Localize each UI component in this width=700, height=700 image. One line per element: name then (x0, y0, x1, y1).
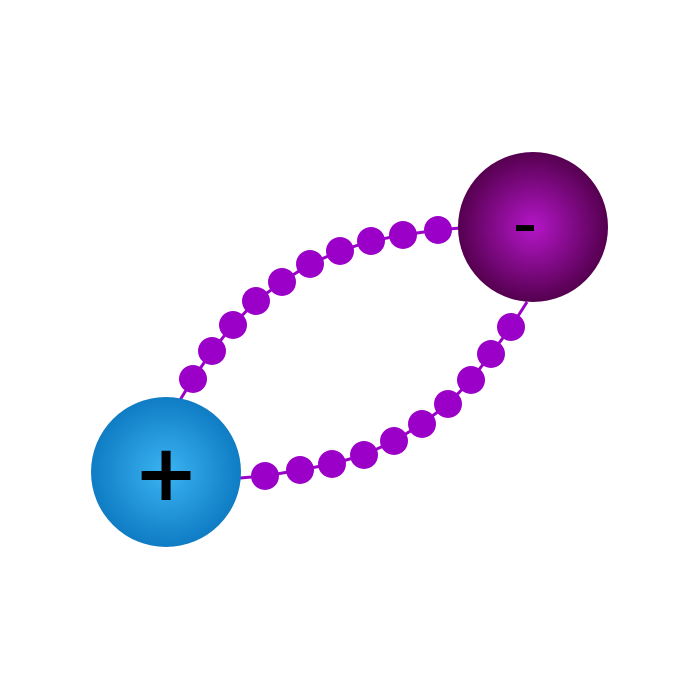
chain-bead (380, 427, 408, 455)
negative-sign: – (514, 198, 537, 252)
positive-charge-sphere (91, 397, 241, 547)
upper-bead-chain (178, 216, 461, 401)
chain-bead (326, 237, 354, 265)
chain-bead (424, 216, 452, 244)
chain-bead (318, 450, 346, 478)
chain-bead (457, 366, 485, 394)
chain-bead (198, 337, 226, 365)
negative-charge-sphere (458, 152, 608, 302)
chain-bead (219, 311, 247, 339)
positive-charge: + (91, 397, 241, 547)
chain-bead (408, 410, 436, 438)
chain-bead (179, 365, 207, 393)
chain-bead (477, 340, 505, 368)
chain-link (178, 226, 461, 401)
chain-bead (497, 313, 525, 341)
chain-bead (296, 250, 324, 278)
negative-charge: – (458, 152, 608, 302)
chain-bead (251, 462, 279, 490)
chain-bead (350, 441, 378, 469)
chain-link (239, 301, 529, 480)
chain-bead (357, 227, 385, 255)
chain-bead (389, 221, 417, 249)
chain-bead (286, 456, 314, 484)
positive-sign: + (133, 429, 198, 519)
lower-bead-chain (239, 301, 529, 490)
chain-bead (242, 287, 270, 315)
chain-bead (434, 390, 462, 418)
chain-bead (268, 268, 296, 296)
bead-chains (178, 216, 529, 490)
